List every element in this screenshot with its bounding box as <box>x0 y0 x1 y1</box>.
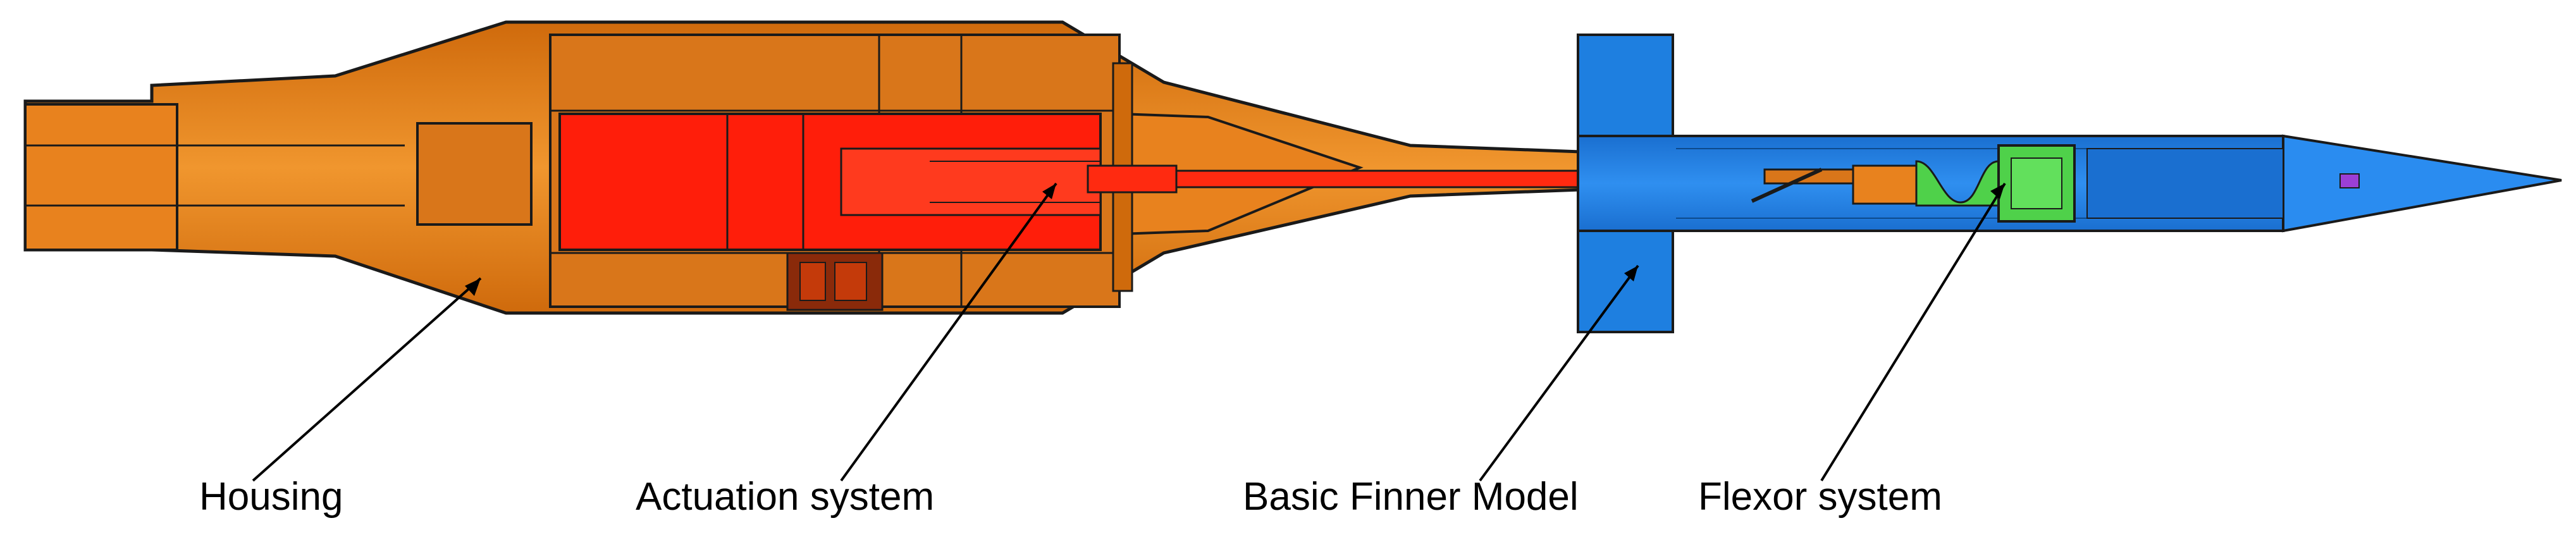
housing-label: Housing <box>199 475 343 519</box>
housing-arrowhead <box>465 278 481 296</box>
finner-nose-cone <box>2282 134 2562 233</box>
flexor-arrowhead <box>1990 183 2005 199</box>
finner-tip-accent <box>2339 173 2360 188</box>
actuation-system-label: Actuation system <box>636 475 935 519</box>
housing-rear-adapter <box>24 103 178 251</box>
flexor-hinge <box>1915 160 2000 207</box>
housing-neck <box>416 122 533 226</box>
flexor-system-label: Flexor system <box>1698 475 1942 519</box>
finner-arrowhead <box>1624 266 1638 281</box>
housing-leader-line <box>252 277 482 482</box>
flexor-system-body <box>1751 144 2076 223</box>
finner-leader-line <box>1479 264 1639 482</box>
basic-finner-model-label: Basic Finner Model <box>1243 475 1579 519</box>
callout-lines <box>252 182 2006 482</box>
actuation-arrowhead <box>1042 183 1056 199</box>
actuation-slot <box>840 147 1102 216</box>
actuation-leader-line <box>840 182 1057 482</box>
actuation-system-body <box>558 113 1772 251</box>
flexor-leader-line <box>1820 182 2006 482</box>
